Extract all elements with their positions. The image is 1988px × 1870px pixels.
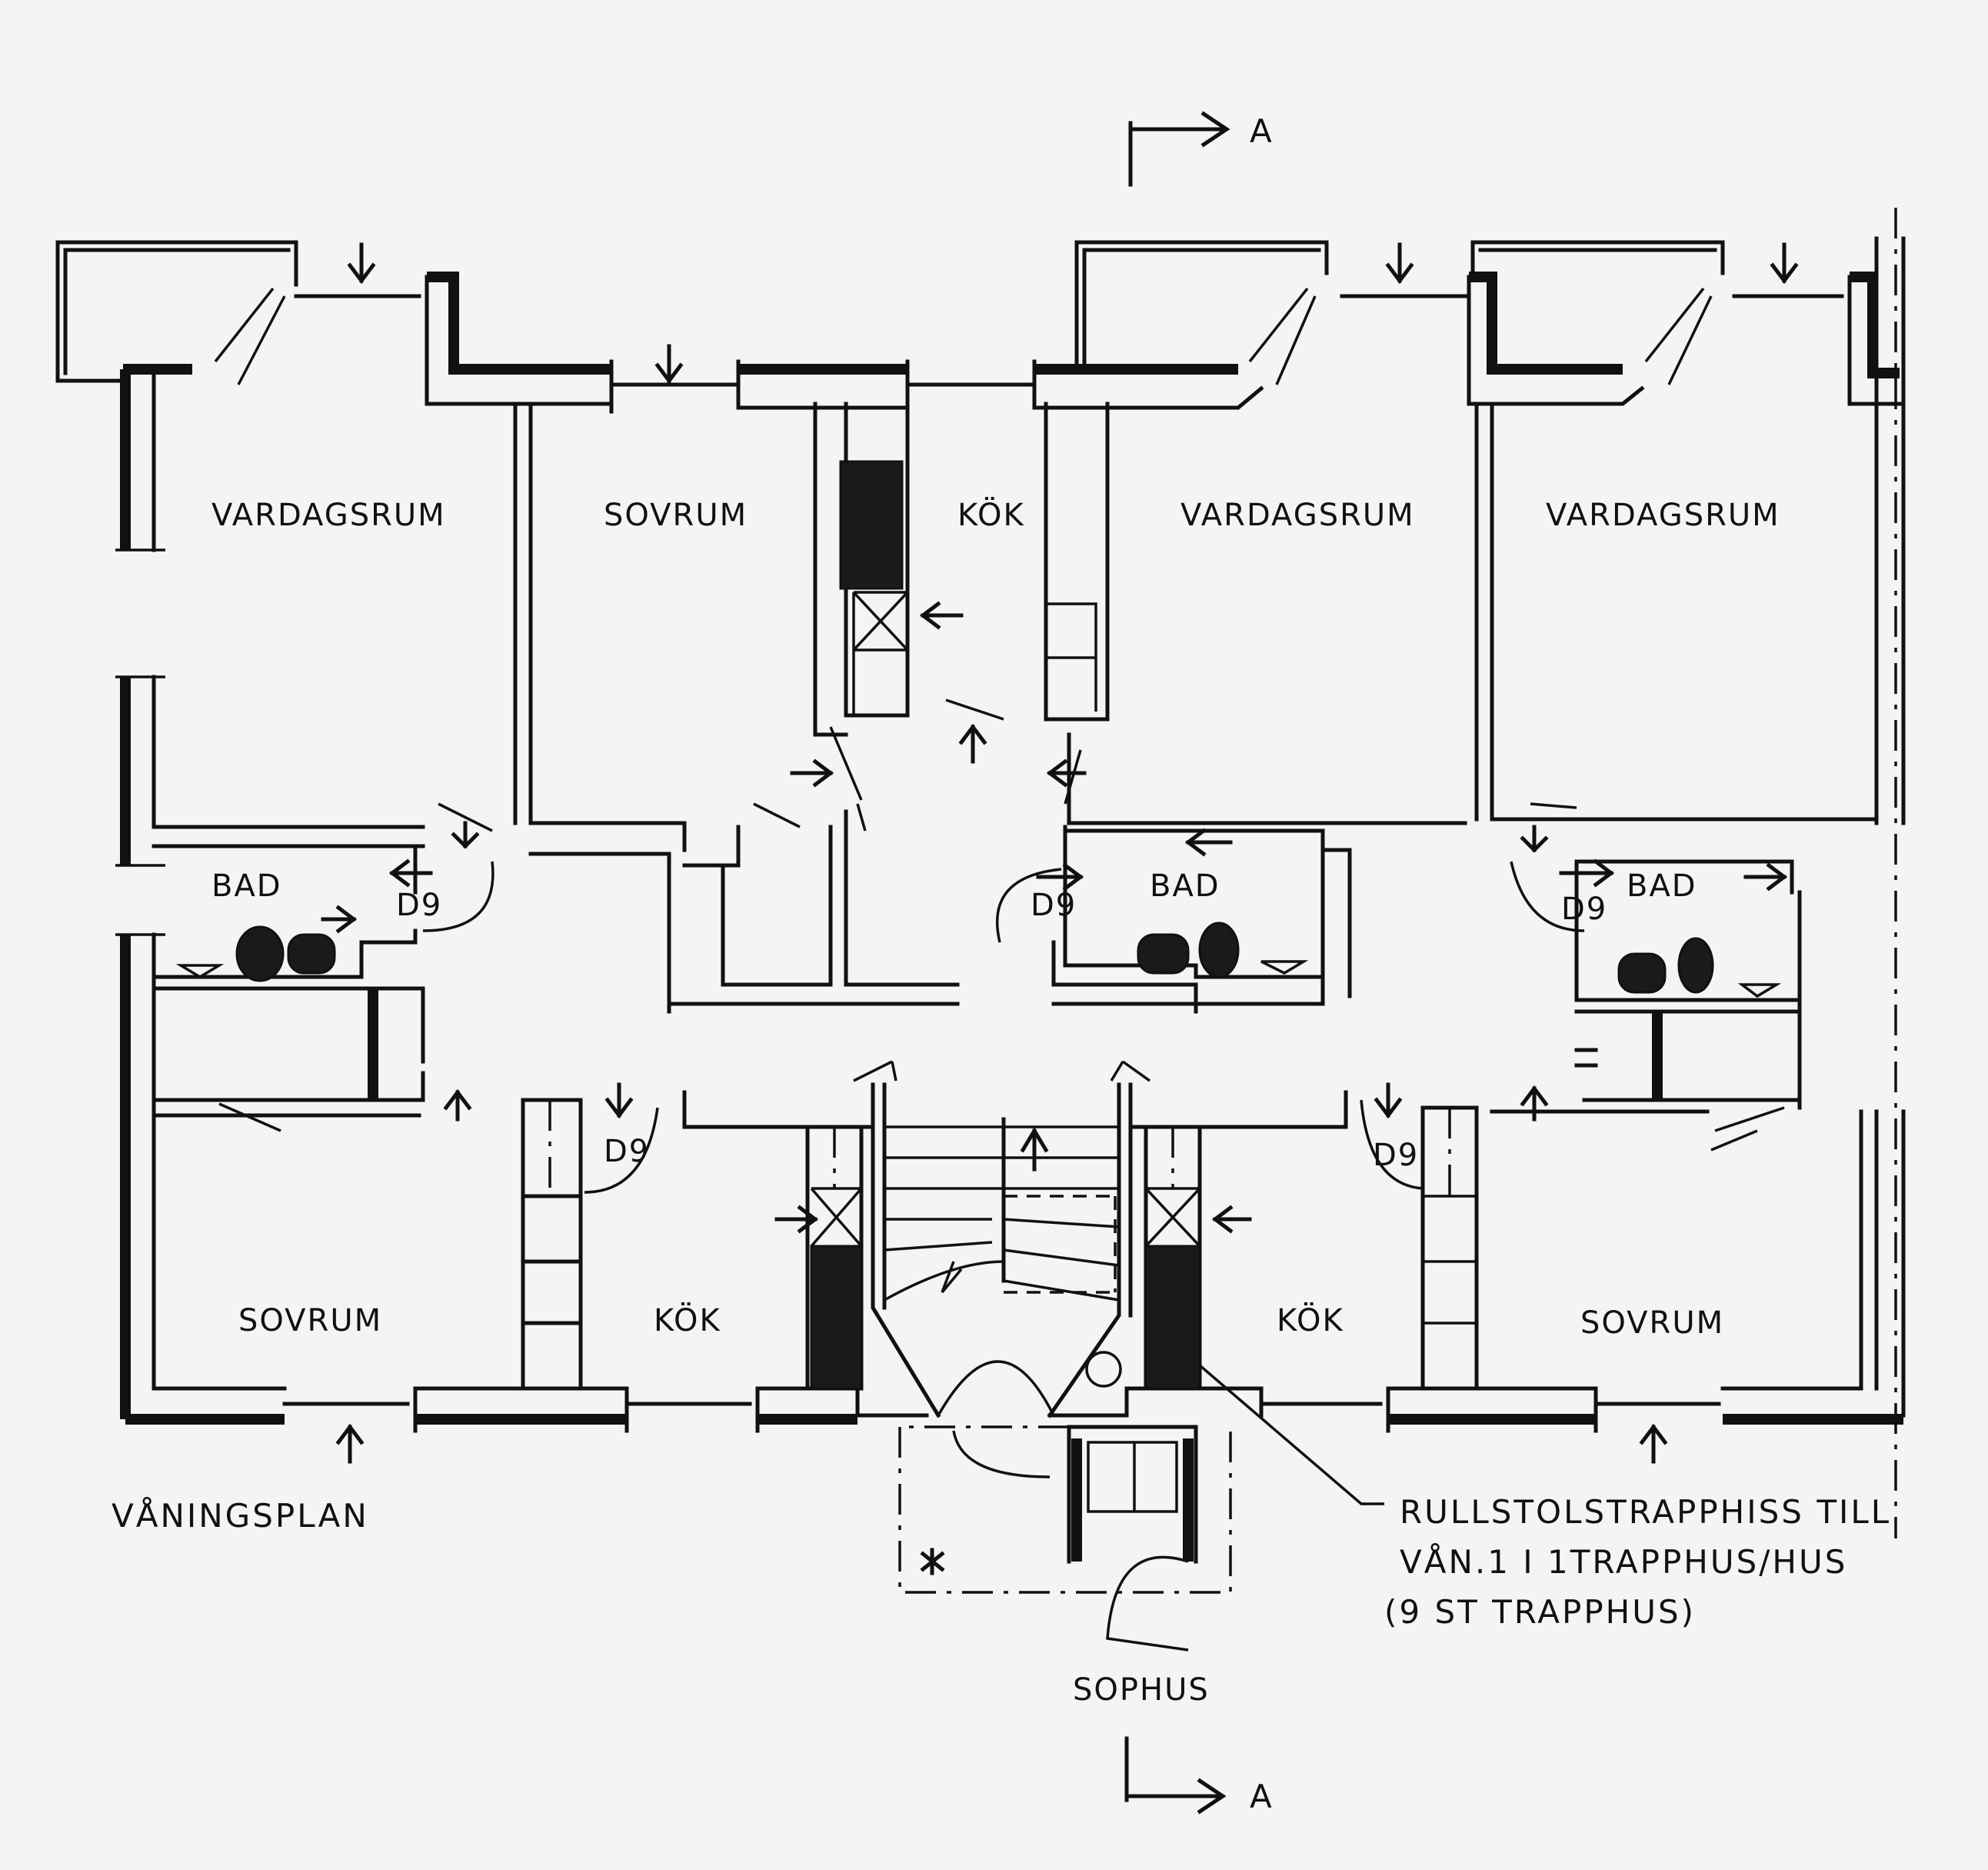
room-labels: VARDAGSRUM SOVRUM KÖK VARDAGSRUM VARDAGS… bbox=[211, 496, 1780, 1708]
room-label-kok-br: KÖK bbox=[1277, 1302, 1344, 1338]
door-label-d9-2: D9 bbox=[604, 1134, 650, 1169]
room-label-bad-3: BAD bbox=[1627, 868, 1697, 904]
cross-marker bbox=[920, 1548, 945, 1575]
door-label-d9-3: D9 bbox=[1031, 888, 1077, 923]
annotation-line-1: RULLSTOLSTRAPPHISS TILL bbox=[1400, 1493, 1891, 1531]
toilet-2 bbox=[1198, 922, 1240, 978]
room-label-vardagsrum-2: VARDAGSRUM bbox=[1180, 498, 1415, 533]
room-label-vardagsrum-1: VARDAGSRUM bbox=[211, 498, 446, 533]
interior-walls bbox=[152, 402, 1879, 1652]
door-label-d9-5: D9 bbox=[1373, 1138, 1419, 1173]
section-marker-top: A bbox=[1128, 111, 1274, 187]
room-label-sovrum-top: SOVRUM bbox=[604, 498, 748, 533]
room-label-bad-1: BAD bbox=[211, 868, 282, 904]
direction-arrows bbox=[321, 242, 1799, 1464]
plan-title: VÅNINGSPLAN bbox=[112, 1496, 369, 1535]
lift-annotation: RULLSTOLSTRAPPHISS TILL VÅN.1 I 1TRAPPHU… bbox=[1198, 1364, 1891, 1631]
section-marker-bottom-label: A bbox=[1250, 1778, 1274, 1815]
chimney-block-bl bbox=[810, 1245, 863, 1390]
door-label-d9-1: D9 bbox=[396, 888, 442, 923]
door-swings bbox=[214, 287, 1758, 1478]
room-label-kok-top: KÖK bbox=[957, 496, 1025, 533]
annotation-line-2: VÅN.1 I 1TRAPPHUS/HUS bbox=[1400, 1542, 1847, 1581]
door-label-d9-4: D9 bbox=[1561, 892, 1607, 927]
tub-1 bbox=[287, 933, 336, 975]
room-label-sovrum-bl: SOVRUM bbox=[238, 1303, 382, 1338]
toilet-1 bbox=[235, 925, 285, 982]
sink-2 bbox=[1260, 960, 1309, 975]
room-label-kok-bl: KÖK bbox=[654, 1302, 721, 1338]
chimney-block-top bbox=[839, 460, 904, 590]
tub-2 bbox=[1137, 933, 1190, 975]
section-marker-top-label: A bbox=[1250, 112, 1274, 150]
fixtures bbox=[175, 922, 1782, 998]
lift-marker bbox=[1085, 1351, 1122, 1388]
sink-3 bbox=[1737, 983, 1782, 998]
exterior-walls bbox=[55, 208, 1906, 1538]
room-label-sophus: SOPHUS bbox=[1073, 1672, 1210, 1708]
section-marker-bottom: A bbox=[1124, 1736, 1274, 1815]
door-labels: D9 D9 D9 D9 D9 bbox=[396, 888, 1607, 1173]
room-label-bad-2: BAD bbox=[1150, 868, 1220, 904]
chimney-block-br bbox=[1144, 1245, 1201, 1390]
toilet-3 bbox=[1677, 937, 1714, 994]
sink-1 bbox=[175, 964, 225, 979]
room-label-sovrum-br: SOVRUM bbox=[1580, 1305, 1724, 1341]
room-label-vardagsrum-3: VARDAGSRUM bbox=[1546, 498, 1780, 533]
annotation-line-3: (9 ST TRAPPHUS) bbox=[1384, 1593, 1696, 1631]
tub-3 bbox=[1617, 952, 1667, 994]
